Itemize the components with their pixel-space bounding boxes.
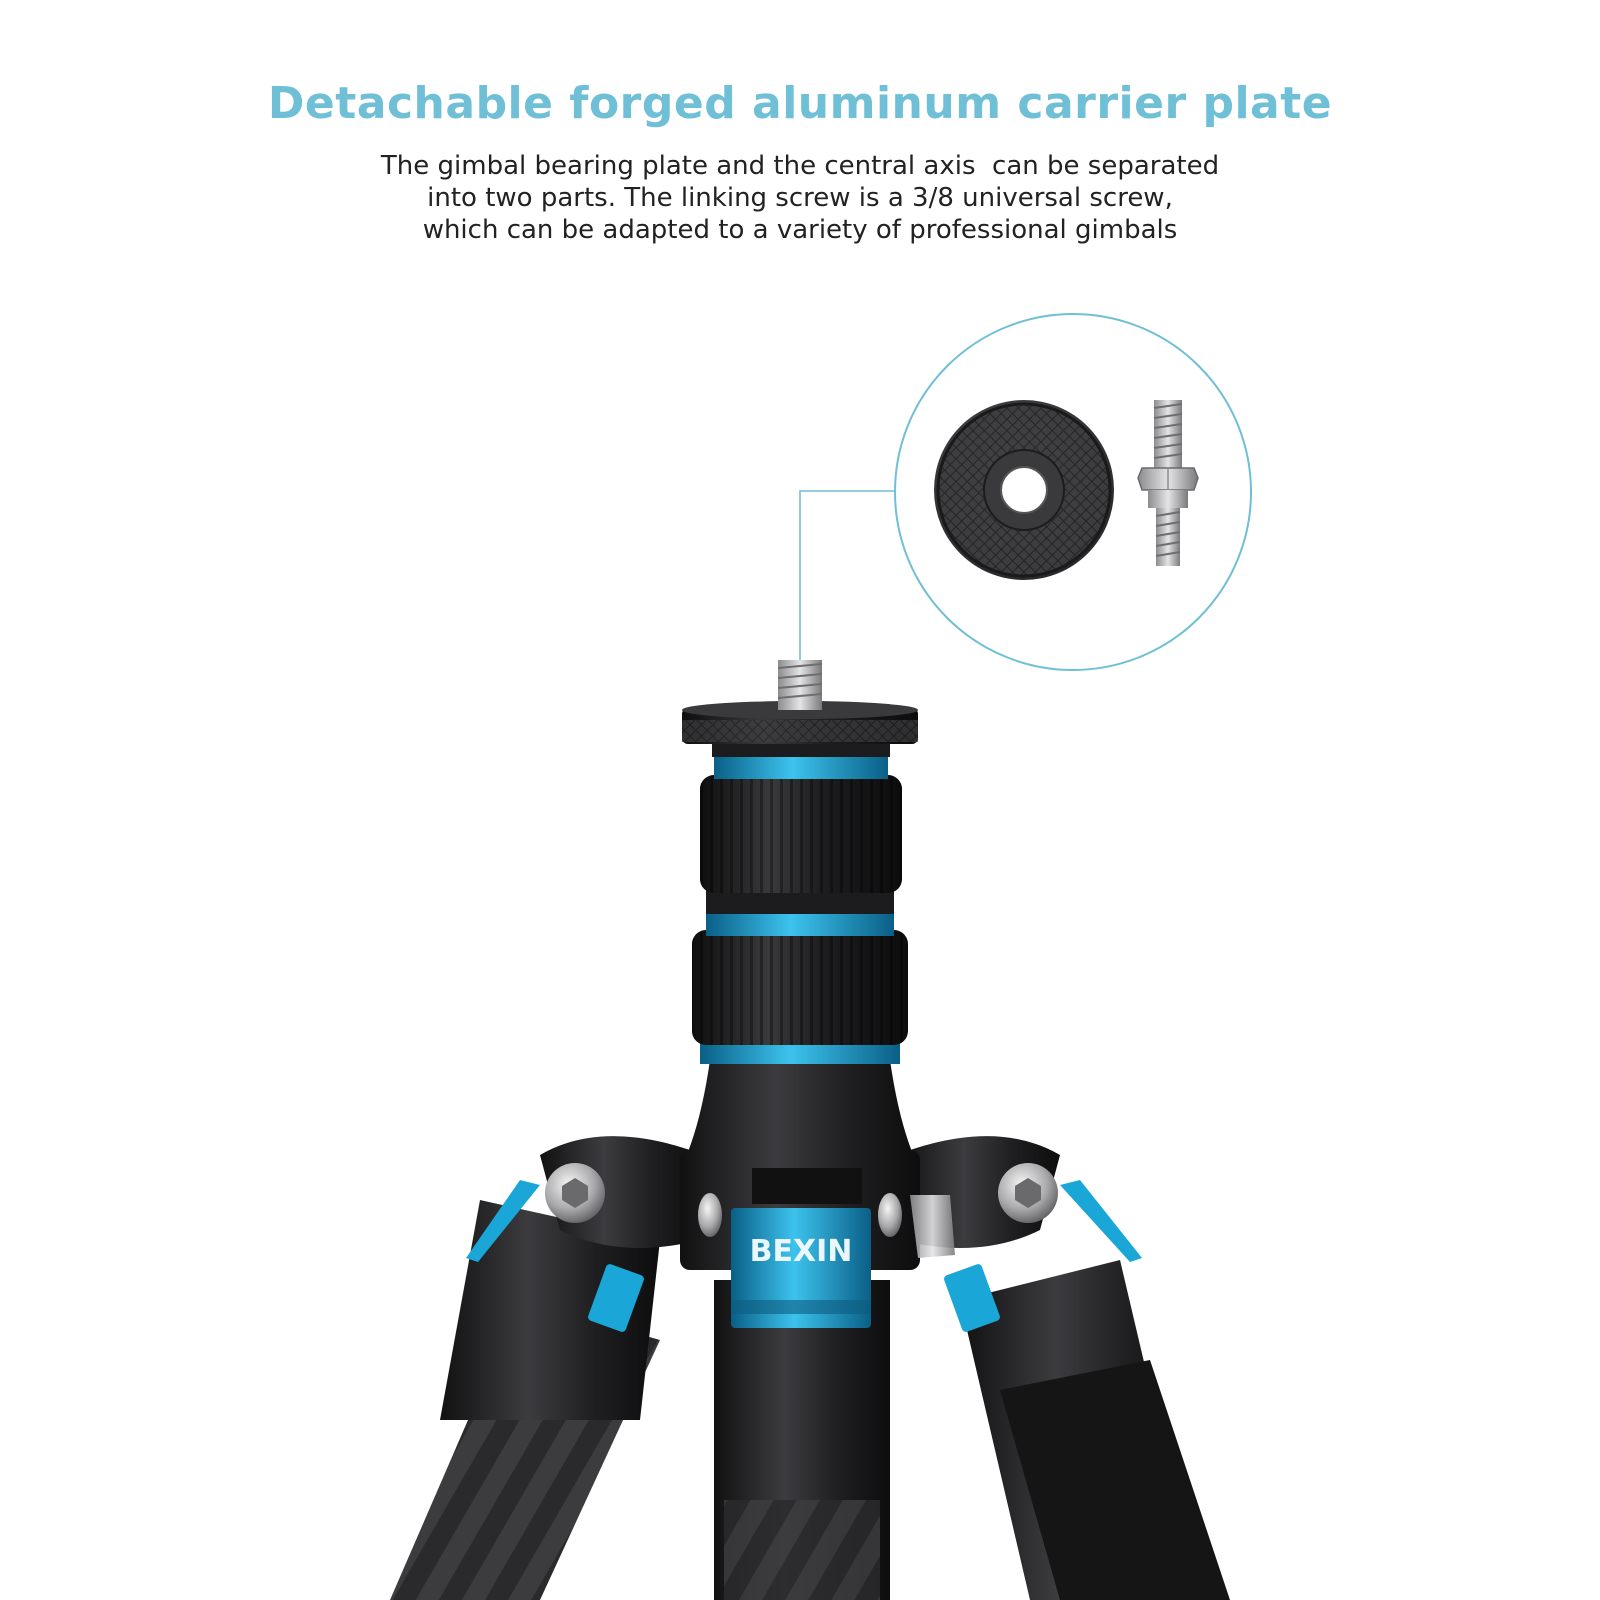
knurled-plate-image — [934, 400, 1114, 580]
top-screw — [777, 660, 823, 710]
bolt-icon-right — [998, 1163, 1058, 1223]
description-line-1: The gimbal bearing plate and the central… — [380, 151, 1220, 181]
description-line-2: into two parts. The linking screw is a 3… — [427, 183, 1173, 213]
top-plate — [682, 701, 918, 757]
page-title: Detachable forged aluminum carrier plate — [267, 78, 1333, 129]
upper-knob — [700, 755, 902, 914]
callout-circle — [894, 313, 1252, 671]
brand-badge: BEXIN — [731, 1168, 871, 1328]
screw-image — [1137, 400, 1199, 566]
bolt-icon-left — [545, 1163, 605, 1223]
lower-knob — [692, 912, 908, 1064]
tripod-legs — [390, 1200, 1230, 1600]
brand-label: BEXIN — [750, 1234, 853, 1269]
callout-connector — [799, 490, 898, 660]
description-line-3: which can be adapted to a variety of pro… — [422, 215, 1178, 245]
description: The gimbal bearing plate and the central… — [0, 150, 1600, 246]
